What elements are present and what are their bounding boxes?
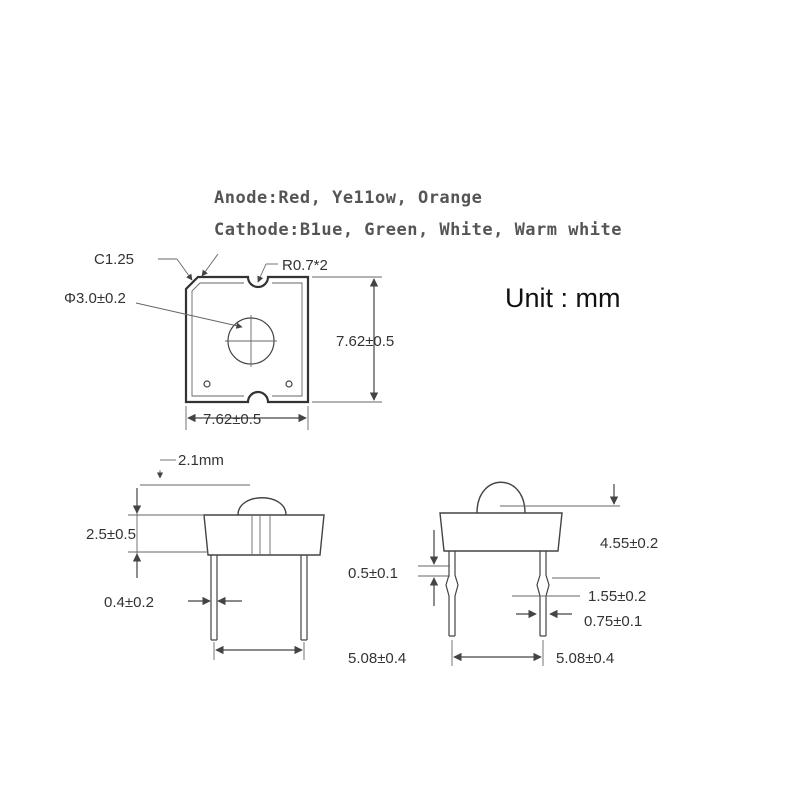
mount-hole-right [285, 380, 293, 388]
top-view: C1.25 R0.7*2 Φ3.0±0.2 7.62±0.5 7.62±0.5 [64, 251, 394, 430]
left-lead-pitch-label: 5.08±0.4 [348, 650, 406, 667]
left-lead-width-label: 0.4±0.2 [104, 594, 154, 611]
unit-label: Unit : mm [505, 283, 621, 313]
total-height-label: 4.55±0.2 [600, 535, 658, 552]
top-view-inner-outline [191, 282, 303, 397]
cathode-color-note: Cathode:B1ue, Green, White, Warm white [214, 220, 622, 240]
left-lead-left [210, 555, 218, 641]
notch-radius-label: R0.7*2 [282, 257, 328, 274]
left-body [203, 514, 325, 556]
standoff-label: 0.5±0.1 [348, 565, 398, 582]
right-body [439, 512, 563, 552]
left-dome [237, 497, 287, 516]
chamfer-label: C1.25 [94, 251, 134, 268]
top-view-outline [184, 275, 310, 404]
side-view-left: 2.1mm 2.5±0.5 0.4±0.2 5.08±0.4 [86, 452, 406, 667]
kink-width-label: 0.75±0.1 [584, 613, 642, 630]
kink-length-label: 1.55±0.2 [588, 588, 646, 605]
dome-height-label: 2.1mm [178, 452, 224, 469]
top-height-label: 7.62±0.5 [336, 333, 394, 350]
right-dome [476, 481, 526, 514]
lens-diameter-label: Φ3.0±0.2 [64, 290, 126, 307]
body-height-label: 2.5±0.5 [86, 526, 136, 543]
right-lead-pitch-label: 5.08±0.4 [556, 650, 614, 667]
side-view-right: 4.55±0.2 0.5±0.1 1.55±0.2 0.75±0.1 5.08±… [348, 481, 658, 667]
mount-hole-left [203, 380, 211, 388]
right-lead-left [445, 551, 459, 637]
anode-color-note: Anode:Red, Ye11ow, Orange [214, 188, 483, 208]
right-lead-right [536, 551, 550, 637]
left-lead-right [300, 555, 308, 641]
top-width-label: 7.62±0.5 [203, 411, 261, 428]
